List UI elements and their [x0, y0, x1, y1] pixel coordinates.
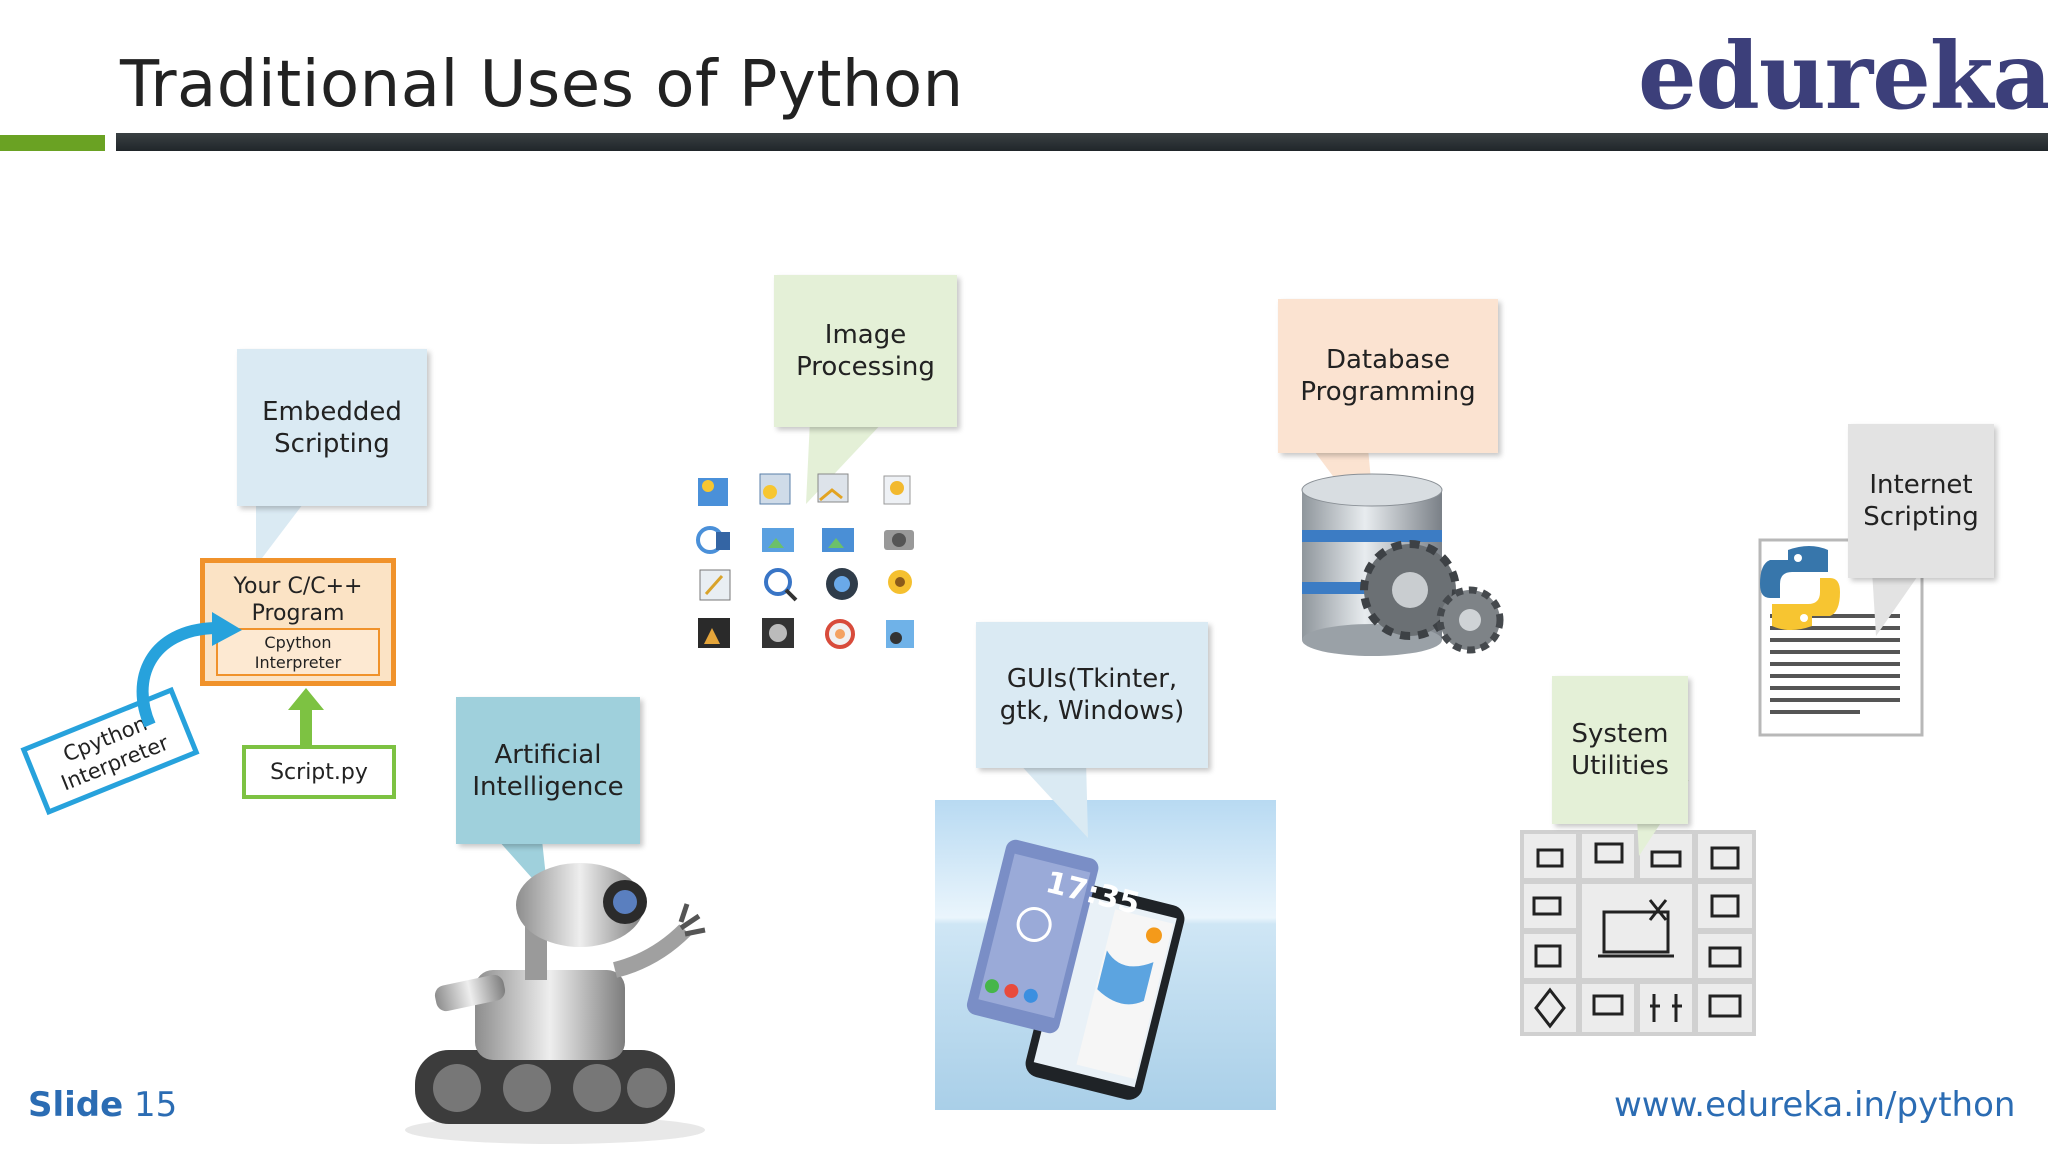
website-url: www.edureka.in/python — [1614, 1085, 2016, 1125]
callout-artificial-intelligence-text: Artificial Intelligence — [472, 739, 624, 802]
image-icon-1 — [698, 478, 728, 506]
callout-system-utilities-text: System Utilities — [1571, 719, 1669, 781]
image-icon-14 — [762, 618, 794, 648]
image-icon-6 — [762, 528, 794, 552]
title-underline-bar — [116, 133, 2048, 151]
internet-callout-tail — [1872, 570, 1922, 636]
gui-callout-tail — [1016, 760, 1088, 838]
image-icon-10 — [764, 568, 798, 602]
callout-artificial-intelligence: Artificial Intelligence — [456, 697, 640, 844]
green-up-arrow — [288, 688, 324, 746]
slide-title: Traditional Uses of Python — [120, 48, 964, 122]
slide-word: Slide — [28, 1085, 124, 1125]
robot-illustration — [405, 863, 706, 1144]
script-py-box: Script.py — [242, 745, 396, 799]
embedded-callout-tail — [256, 500, 306, 566]
image-icon-4 — [883, 475, 911, 505]
gui-phone-panel: 17:35 — [935, 800, 1276, 1110]
image-icon-13 — [698, 618, 730, 648]
callout-guis-text: GUIs(Tkinter, gtk, Windows) — [999, 664, 1185, 726]
slide-number: 15 — [134, 1085, 178, 1125]
callout-guis: GUIs(Tkinter, gtk, Windows) — [976, 622, 1208, 768]
image-icon-12 — [888, 570, 912, 594]
callout-image-processing: Image Processing — [774, 275, 957, 427]
database-gears-icon — [1301, 473, 1504, 656]
callout-database-programming-text: Database Programming — [1300, 345, 1476, 407]
callout-internet-scripting-text: Internet Scripting — [1863, 470, 1979, 532]
smartphone-illustration — [966, 839, 1185, 1100]
system-utilities-icon-grid — [1520, 830, 1756, 1036]
image-icon-3 — [817, 473, 849, 503]
image-icon-15 — [825, 619, 855, 649]
edureka-logo: edureka! — [1638, 22, 2048, 130]
image-icon-11 — [826, 568, 858, 600]
embedded-interpreter-box: Cpython Interpreter — [216, 628, 380, 676]
image-icon-8 — [884, 530, 914, 550]
callout-internet-scripting: Internet Scripting — [1848, 424, 1994, 578]
blue-curved-arrow — [136, 612, 242, 728]
image-icon-2 — [759, 473, 791, 505]
image-icon-7 — [822, 528, 854, 552]
image-icon-9 — [699, 569, 731, 601]
callout-embedded-scripting-text: Embedded Scripting — [262, 396, 402, 459]
callout-embedded-scripting: Embedded Scripting — [237, 349, 427, 506]
title-underline-accent — [0, 135, 105, 151]
callout-system-utilities: System Utilities — [1552, 676, 1688, 824]
image-icon-16 — [886, 620, 914, 648]
callout-database-programming: Database Programming — [1278, 299, 1498, 453]
python-logo-icon — [1760, 546, 1840, 630]
callout-image-processing-text: Image Processing — [796, 320, 935, 382]
image-processing-icon-grid — [696, 473, 914, 649]
cpp-program-label: Your C/C++ Program — [233, 574, 363, 626]
slide-number-label: Slide 15 — [28, 1085, 177, 1125]
image-icon-5 — [696, 526, 730, 554]
